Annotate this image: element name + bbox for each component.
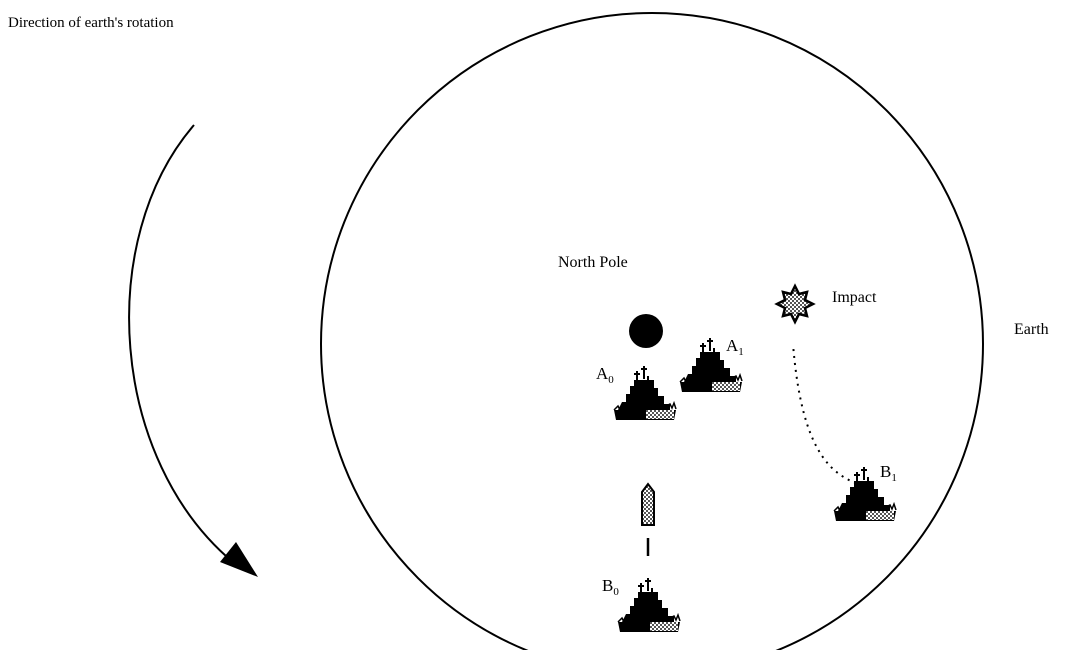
rotation-arrow <box>128 124 235 564</box>
projectile-icon <box>641 482 655 526</box>
ship-a0-label: A0 <box>596 364 614 386</box>
earth-circle <box>320 12 984 650</box>
impact-label: Impact <box>832 289 877 306</box>
ship-b0-label: B0 <box>602 576 619 598</box>
ship-b0-icon <box>617 577 681 633</box>
north-pole-label: North Pole <box>558 254 628 271</box>
ship-a0-icon <box>613 365 677 421</box>
north-pole-marker <box>629 314 663 348</box>
earth-label: Earth <box>1014 321 1049 338</box>
projectile-trajectory <box>792 343 857 484</box>
ship-a1-label: A1 <box>726 336 744 358</box>
rotation-direction-label: Direction of earth's rotation <box>8 15 174 31</box>
impact-burst-icon <box>774 283 816 325</box>
ship-b1-label: B1 <box>880 462 897 484</box>
rotation-arrowhead <box>220 542 258 577</box>
